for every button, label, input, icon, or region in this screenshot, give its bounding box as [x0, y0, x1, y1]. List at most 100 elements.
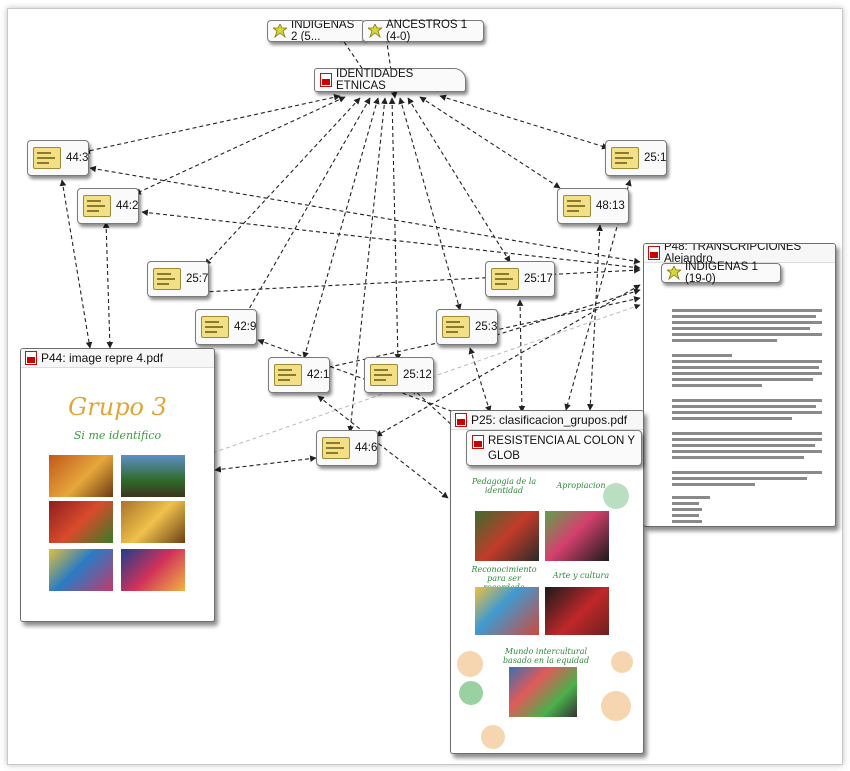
- code-icon: [273, 24, 287, 38]
- quotation-icon: [322, 437, 350, 459]
- preview-heading: Grupo 3: [68, 393, 167, 421]
- preview-photo: [121, 455, 185, 497]
- link-44-3-p44: [59, 179, 93, 349]
- link-ie-48-13: [419, 96, 561, 189]
- quote-label: 25:7: [186, 273, 209, 285]
- quote-node[interactable]: 25:1: [605, 140, 667, 176]
- link-ie-44-3: [83, 94, 341, 154]
- link-25-17-p25: [516, 299, 526, 413]
- quote-label: 25:3: [475, 321, 498, 333]
- link-ie-44-2: [134, 96, 346, 195]
- code-label: RESISTENCIA AL COLON Y GLOB: [488, 435, 635, 462]
- preview-section-label: Apropiacion: [556, 481, 606, 490]
- decorative-circle: [603, 483, 629, 509]
- code-label: INDIGENAS 2 (5...: [291, 20, 355, 42]
- document-header: P48: TRANSCRIPCIONES Alejandro: [644, 243, 835, 265]
- code-node-indigenas1[interactable]: INDIGENAS 1 (19-0): [661, 261, 781, 285]
- quote-node[interactable]: 42:9: [195, 309, 257, 345]
- quote-label: 25:12: [403, 369, 432, 381]
- link-ie-25-12: [388, 97, 402, 361]
- quote-label: 25:17: [524, 273, 553, 285]
- code-node-resistencia[interactable]: RESISTENCIA AL COLON Y GLOB: [466, 430, 642, 466]
- document-icon: [472, 435, 484, 449]
- quote-node[interactable]: 25:3: [436, 309, 498, 345]
- quote-node[interactable]: 44:6: [316, 430, 378, 466]
- quotation-icon: [153, 268, 181, 290]
- document-text-preview: [672, 306, 822, 526]
- code-label: INDIGENAS 1 (19-0): [685, 261, 758, 285]
- document-title: P44: image repre 4.pdf: [41, 351, 164, 365]
- quote-node[interactable]: 42:1: [268, 357, 330, 393]
- code-node-ancestros1[interactable]: ANCESTROS 1 (4-0): [362, 19, 484, 43]
- quotation-icon: [442, 316, 470, 338]
- pdf-icon: [25, 351, 37, 365]
- decorative-circle: [611, 651, 633, 673]
- decorative-circle: [459, 681, 483, 705]
- quotation-icon: [370, 364, 398, 386]
- preview-section-label: Arte y cultura: [552, 571, 610, 580]
- preview-photo: [49, 455, 113, 497]
- document-title: P25: clasificacion_grupos.pdf: [471, 413, 628, 427]
- document-node-p25[interactable]: P25: clasificacion_grupos.pdf Pedagogia …: [450, 410, 644, 754]
- link-ie-25-3: [398, 97, 462, 311]
- link-p48-25-7: [201, 267, 641, 295]
- document-node-p44[interactable]: P44: image repre 4.pdf Grupo 3 Si me ide…: [20, 348, 215, 622]
- document-node-p48[interactable]: P48: TRANSCRIPCIONES Alejandro: [643, 243, 836, 527]
- preview-section-label: Pedagogia de la identidad: [471, 477, 537, 495]
- quotation-icon: [201, 316, 229, 338]
- pdf-icon: [648, 246, 660, 260]
- preview-photo: [475, 587, 539, 635]
- quotation-icon: [491, 268, 519, 290]
- link-p48-25-3: [486, 288, 641, 340]
- link-ie-25-1: [439, 94, 609, 150]
- quote-node[interactable]: 25:12: [364, 357, 434, 393]
- preview-photo: [121, 501, 185, 543]
- code-label: ANCESTROS 1 (4-0): [386, 19, 468, 43]
- quotation-icon: [563, 195, 591, 217]
- quote-node[interactable]: 44:3: [27, 140, 89, 176]
- preview-photo: [509, 667, 577, 717]
- decorative-circle: [601, 691, 631, 721]
- quotation-icon: [83, 195, 111, 217]
- quote-node[interactable]: 44:2: [77, 188, 139, 224]
- preview-photo: [49, 549, 113, 591]
- quote-label: 42:9: [234, 321, 257, 333]
- decorative-circle: [457, 651, 483, 677]
- quote-label: 44:6: [355, 442, 378, 454]
- family-label: IDENTIDADES ETNICAS: [336, 68, 414, 92]
- document-header: P44: image repre 4.pdf: [21, 349, 214, 368]
- quote-label: 48:13: [596, 200, 625, 212]
- link-ie-25-7: [204, 97, 361, 266]
- code-icon: [667, 266, 681, 280]
- link-25-1-p25: [564, 179, 632, 411]
- preview-subheading: Si me identifico: [73, 429, 162, 442]
- quote-label: 44:3: [66, 152, 89, 164]
- quote-node[interactable]: 25:7: [147, 261, 209, 297]
- preview-photo: [121, 549, 185, 591]
- quote-label: 42:1: [307, 369, 330, 381]
- document-title: P48: TRANSCRIPCIONES Alejandro: [664, 243, 802, 265]
- link-ie-42-9: [244, 97, 371, 317]
- quote-label: 44:2: [116, 200, 139, 212]
- quotation-icon: [33, 147, 61, 169]
- link-44-6-p44: [214, 455, 317, 473]
- link-ie-42-1: [302, 97, 380, 359]
- code-icon: [368, 24, 382, 38]
- document-header: P25: clasificacion_grupos.pdf: [451, 411, 643, 430]
- preview-photo: [475, 511, 539, 561]
- preview-photo: [545, 511, 609, 561]
- quotation-icon: [611, 147, 639, 169]
- quotation-icon: [274, 364, 302, 386]
- quote-node[interactable]: 48:13: [557, 188, 629, 224]
- quote-label: 25:1: [644, 152, 667, 164]
- preview-photo: [49, 501, 113, 543]
- code-node-indigenas2[interactable]: INDIGENAS 2 (5...: [267, 20, 365, 42]
- quote-node[interactable]: 25:17: [485, 261, 555, 297]
- document-icon: [320, 73, 332, 87]
- family-node-identidades[interactable]: IDENTIDADES ETNICAS: [314, 68, 466, 92]
- pdf-icon: [455, 413, 467, 427]
- link-44-2-p44: [102, 221, 114, 349]
- decorative-circle: [481, 725, 505, 749]
- preview-photo: [545, 587, 609, 635]
- preview-section-label: Mundo intercultural basado en la equidad: [502, 647, 590, 665]
